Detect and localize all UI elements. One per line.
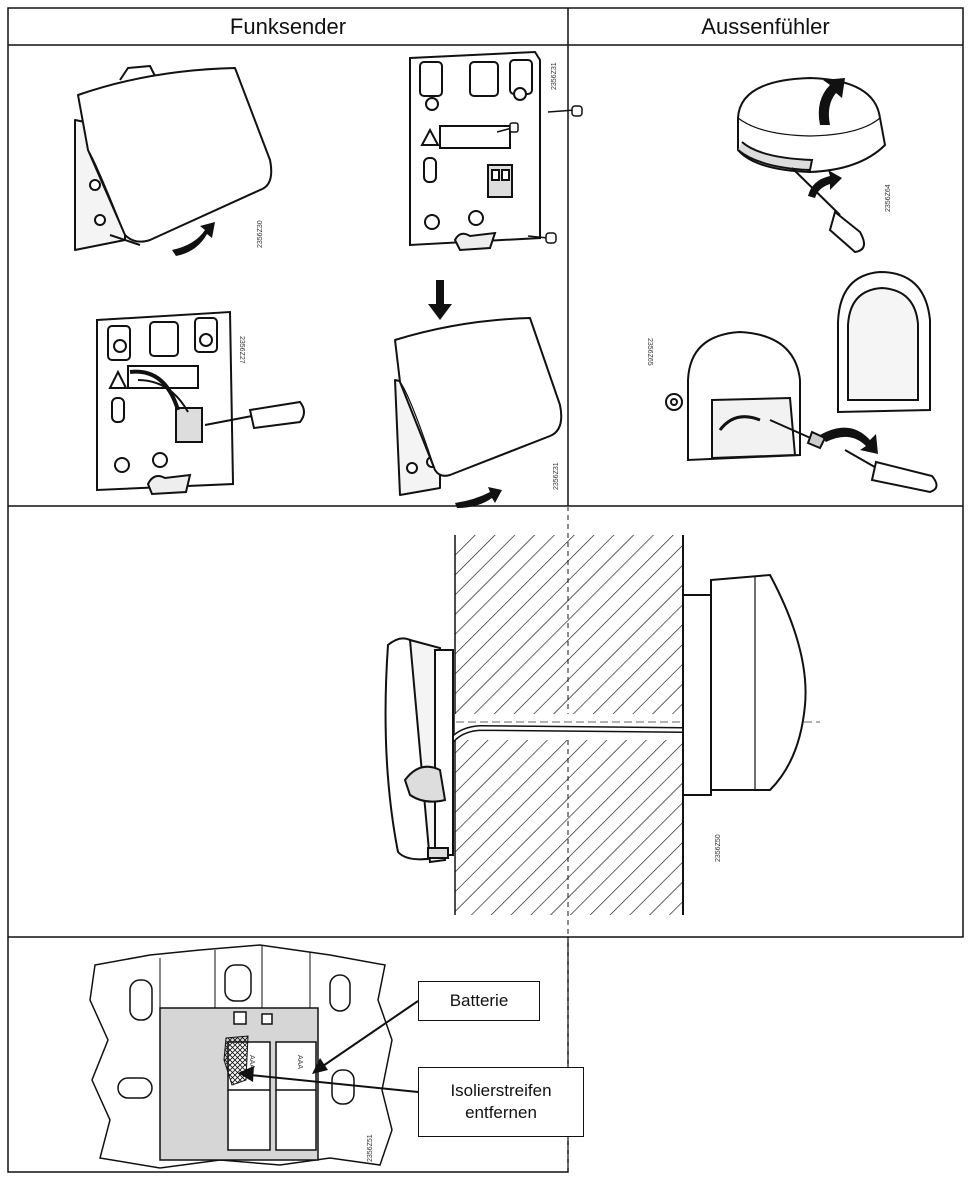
figure-code-cover-close: 2356Z31 [553, 462, 560, 490]
curved-arrow-icon [808, 170, 842, 198]
rotate-arrow-icon [820, 427, 878, 454]
callout-batterie-label: Batterie [449, 991, 509, 1010]
callout-isolierstreifen: Isolierstreifen entfernen [418, 1067, 584, 1137]
arrow-head-icon [238, 1066, 254, 1082]
callout-isolierstreifen-line1: Isolierstreifen [450, 1081, 552, 1100]
battery-label-right: AAA [296, 1055, 303, 1069]
arrow-icon [455, 487, 502, 508]
figure-code-wiring: 2356Z27 [238, 336, 245, 364]
battery-label-left: AAA [248, 1055, 255, 1069]
rotate-arrow-icon [818, 78, 845, 125]
header-funksender: Funksender [8, 8, 568, 45]
arrow-down-icon [428, 280, 452, 320]
figure-code-sensor-open: 2356Z64 [885, 184, 892, 212]
figure-code-base-screws: 2356Z31 [551, 62, 558, 90]
figure-code-battery: 2356Z51 [367, 1134, 374, 1162]
figure-code-wall-section: 2356Z50 [715, 834, 722, 862]
header-aussenfuehler: Aussenfühler [568, 8, 963, 45]
figure-code-sensor-mount: 2356Z65 [646, 338, 653, 366]
arrow-icon [172, 222, 215, 256]
callout-batterie: Batterie [418, 981, 540, 1021]
header-aussenfuehler-label: Aussenfühler [701, 13, 830, 39]
arrow-head-icon [312, 1058, 328, 1074]
callout-isolierstreifen-line2: entfernen [465, 1103, 537, 1122]
figure-code-cover-open: 2356Z30 [257, 220, 264, 248]
header-funksender-label: Funksender [229, 13, 347, 39]
